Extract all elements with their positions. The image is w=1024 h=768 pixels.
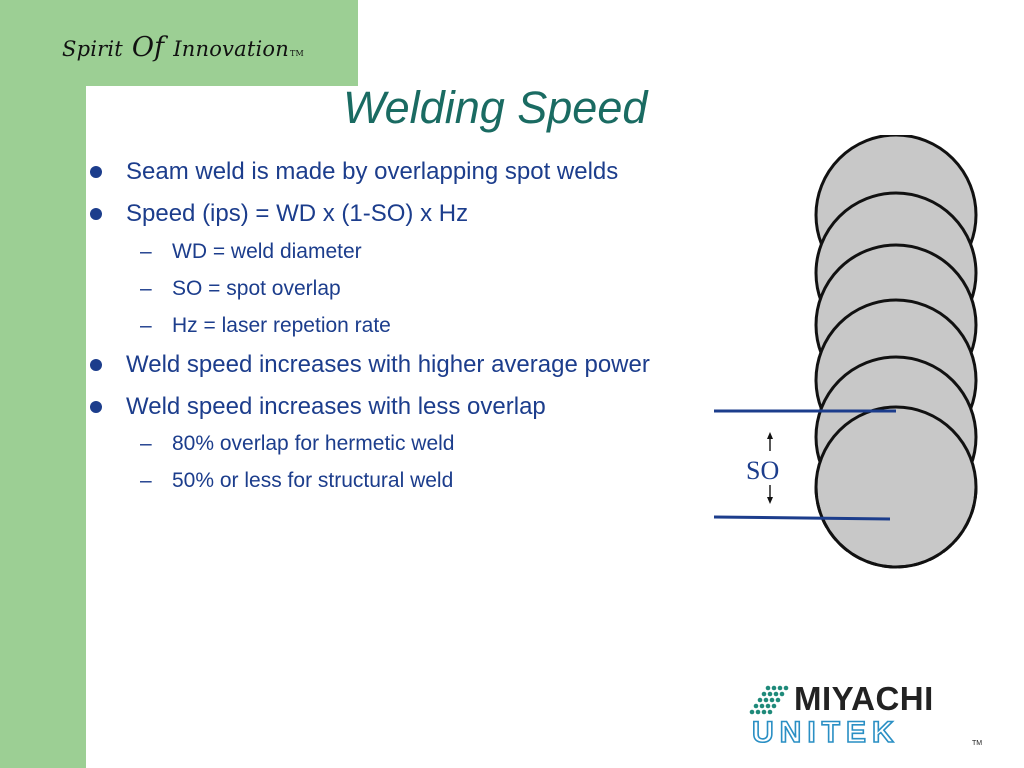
bullet-dot — [90, 359, 102, 371]
spot-overlap-diagram: SO — [713, 135, 978, 569]
sub-bullet-dash: – — [140, 432, 152, 455]
logo-text-miyachi: MIYACHI — [794, 680, 934, 717]
bullet-dot — [90, 401, 102, 413]
arrow-down-head — [767, 497, 773, 504]
spirit-of-innovation-tagline: Spirit Of InnovationTM — [62, 32, 304, 63]
sub-bullet-text: Hz = laser repetion rate — [172, 314, 391, 337]
bullet-dot — [90, 208, 102, 220]
bullet-text: Speed (ips) = WD x (1-SO) x Hz — [126, 200, 469, 227]
logo-dot-mark-icon — [749, 685, 789, 715]
tagline-trademark: TM — [289, 49, 304, 58]
bullet-text: Weld speed increases with less overlap — [126, 393, 546, 420]
sub-bullet-text: 80% overlap for hermetic weld — [172, 432, 455, 455]
bullet-text: Weld speed increases with higher average… — [126, 351, 650, 378]
bullet-item: Weld speed increases with higher average… — [90, 351, 650, 379]
logo-text-unitek: UNITEK — [751, 715, 900, 750]
sub-bullet-item: – SO = spot overlap — [140, 277, 341, 301]
hidden-spot-outline — [814, 486, 978, 569]
bullet-item: Speed (ips) = WD x (1-SO) x Hz — [90, 200, 469, 228]
sub-bullet-item: – 50% or less for structural weld — [140, 469, 454, 493]
slide-title: Welding Speed — [343, 82, 648, 133]
tagline-word-of: Of — [131, 32, 165, 63]
sub-bullet-text: SO = spot overlap — [172, 277, 341, 300]
arrow-up-head — [767, 432, 773, 439]
sub-bullet-item: – 80% overlap for hermetic weld — [140, 432, 455, 456]
sub-bullet-dash: – — [140, 314, 152, 337]
bullet-dot — [90, 166, 102, 178]
sub-bullet-item: – WD = weld diameter — [140, 240, 362, 264]
miyachi-unitek-logo: MIYACHI UNITEK TM — [748, 680, 988, 752]
green-header-block — [0, 0, 358, 86]
bullet-text: Seam weld is made by overlapping spot we… — [126, 158, 619, 185]
sub-bullet-dash: – — [140, 277, 152, 300]
tagline-word-spirit: Spirit — [62, 37, 123, 61]
green-sidebar — [0, 0, 86, 768]
sub-bullet-dash: – — [140, 469, 152, 492]
weld-spots — [814, 135, 978, 569]
so-label: SO — [746, 456, 779, 485]
logo-trademark: TM — [972, 740, 983, 747]
sub-bullet-text: 50% or less for structural weld — [172, 469, 454, 492]
sub-bullet-item: – Hz = laser repetion rate — [140, 314, 391, 338]
tagline-word-innovation: Innovation — [173, 37, 289, 61]
sub-bullet-text: WD = weld diameter — [172, 240, 362, 263]
bullet-item: Weld speed increases with less overlap — [90, 393, 546, 421]
weld-spot-last — [814, 405, 978, 569]
bullet-item: Seam weld is made by overlapping spot we… — [90, 158, 619, 186]
overlap-bottom-line — [713, 515, 891, 521]
sub-bullet-dash: – — [140, 240, 152, 263]
